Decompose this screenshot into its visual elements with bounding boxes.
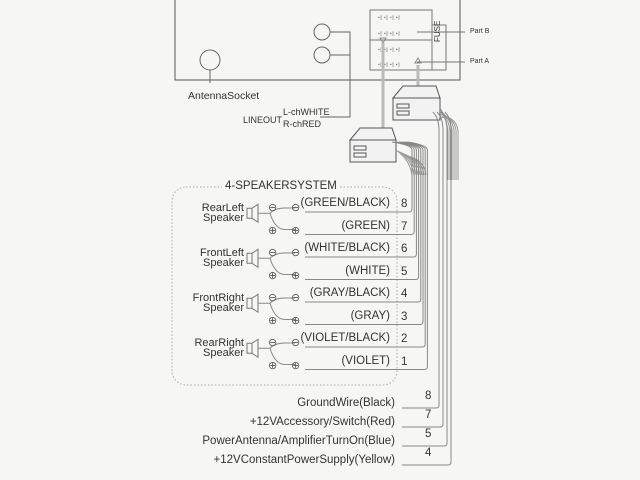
pin-number: 7 bbox=[401, 220, 408, 233]
pin-number: 1 bbox=[401, 355, 408, 368]
speaker-name-line1: RearRight bbox=[194, 337, 244, 350]
polarity-symbol: ⊕ bbox=[291, 224, 301, 237]
wire-color-label: (GREEN/BLACK) bbox=[300, 197, 390, 209]
speaker-wire bbox=[305, 141, 422, 303]
speaker-name-line2: Speaker bbox=[203, 257, 244, 270]
wire-color-label: (WHITE) bbox=[345, 264, 390, 277]
polarity-symbol: ⊕ bbox=[268, 269, 278, 282]
speaker-lead bbox=[258, 207, 295, 230]
speaker-name-line1: FrontRight bbox=[192, 292, 244, 305]
speaker-wire bbox=[305, 141, 420, 280]
svg-text:▪▯ ▪▯ ▪▯ ▪▯: ▪▯ ▪▯ ▪▯ ▪▯ bbox=[378, 62, 401, 68]
fuse-label: FUSE bbox=[433, 20, 442, 42]
power-pin-number: 4 bbox=[425, 447, 432, 459]
polarity-symbol: ⊖ bbox=[268, 247, 278, 259]
speaker-wire bbox=[305, 141, 426, 348]
power-wire bbox=[402, 111, 444, 428]
power-wire-label: PowerAntenna/AmplifierTurnOn(Blue) bbox=[202, 435, 395, 447]
polarity-symbol: ⊖ bbox=[291, 247, 301, 259]
power-pin-number: 7 bbox=[425, 409, 432, 421]
power-pin-number: 8 bbox=[425, 390, 432, 402]
bundle-strand bbox=[439, 109, 451, 180]
speaker-lead bbox=[258, 342, 295, 365]
pin-number: 2 bbox=[401, 333, 408, 345]
svg-text:▪▯ ▪▯ ▪▯ ▪▯: ▪▯ ▪▯ ▪▯ ▪▯ bbox=[378, 31, 401, 37]
pin-number: 3 bbox=[401, 310, 408, 323]
speaker-wire bbox=[305, 141, 413, 213]
lineout-left-socket-icon bbox=[313, 23, 331, 41]
polarity-symbol: ⊖ bbox=[291, 292, 301, 304]
polarity-symbol: ⊕ bbox=[291, 269, 301, 282]
polarity-symbol: ⊕ bbox=[291, 314, 301, 327]
speaker-wire bbox=[305, 141, 428, 370]
polarity-symbol: ⊖ bbox=[268, 292, 278, 304]
polarity-symbol: ⊕ bbox=[268, 314, 278, 327]
wire-color-label: (VIOLET/BLACK) bbox=[300, 332, 390, 344]
bundle-strand bbox=[439, 115, 457, 180]
head-unit-outline bbox=[174, 0, 461, 81]
antenna-socket-label: AntennaSocket bbox=[188, 90, 260, 102]
power-wire-label: +12VConstantPowerSupply(Yellow) bbox=[213, 454, 395, 466]
svg-text:▪▯ ▪▯ ▪▯ ▪▯: ▪▯ ▪▯ ▪▯ ▪▯ bbox=[378, 15, 401, 21]
speaker-wire bbox=[305, 141, 415, 235]
plug-a bbox=[391, 85, 441, 121]
speaker-icon bbox=[246, 338, 259, 359]
wire-color-label: (GRAY/BLACK) bbox=[309, 287, 390, 299]
speaker-icon bbox=[246, 293, 259, 314]
polarity-symbol: ⊖ bbox=[291, 337, 301, 349]
part-b-label: Part B bbox=[470, 28, 490, 35]
speaker-lead bbox=[258, 297, 295, 320]
speaker-wire bbox=[305, 141, 424, 325]
connector-pins: ▪▯ ▪▯ ▪▯ ▪▯ ▪▯ ▪▯ ▪▯ ▪▯ ▪▯ ▪▯ ▪▯ ▪▯ ▪▯ ▪… bbox=[378, 15, 401, 68]
wire-color-label: (WHITE/BLACK) bbox=[304, 242, 390, 254]
bundle-strand bbox=[439, 117, 459, 180]
speaker-wiring bbox=[246, 141, 428, 370]
svg-text:▪▯ ▪▯ ▪▯ ▪▯: ▪▯ ▪▯ ▪▯ ▪▯ bbox=[378, 47, 401, 53]
antenna-socket-icon bbox=[199, 49, 221, 71]
power-wire bbox=[402, 111, 452, 466]
polarity-symbol: ⊕ bbox=[268, 224, 278, 237]
power-pin-number: 5 bbox=[425, 428, 432, 440]
speaker-system-title: 4-SPEAKERSYSTEM bbox=[222, 180, 340, 193]
wire-color-label: (GRAY) bbox=[350, 309, 390, 322]
speaker-icon bbox=[246, 248, 259, 269]
pin-number: 8 bbox=[401, 198, 408, 210]
wire-color-label: (VIOLET) bbox=[341, 354, 390, 367]
speaker-name-line2: Speaker bbox=[203, 302, 244, 315]
lineout-right-label: R-chRED bbox=[283, 119, 322, 129]
power-wire bbox=[402, 111, 440, 409]
pin-number: 4 bbox=[401, 288, 408, 300]
speaker-icon bbox=[246, 203, 259, 224]
speaker-name-line1: FrontLeft bbox=[199, 247, 244, 260]
power-wire-label: GroundWire(Black) bbox=[297, 397, 395, 409]
wire-color-label: (GREEN) bbox=[341, 219, 390, 232]
polarity-symbol: ⊖ bbox=[291, 202, 301, 214]
speaker-wire bbox=[305, 141, 417, 258]
part-a-label: Part A bbox=[470, 58, 490, 65]
speaker-lead bbox=[258, 252, 295, 275]
lineout-label: LINEOUT bbox=[243, 115, 283, 125]
speaker-name-line1: RearLeft bbox=[201, 202, 244, 215]
power-wire bbox=[402, 111, 448, 447]
lineout-left-label: L-chWHITE bbox=[283, 107, 330, 117]
polarity-symbol: ⊖ bbox=[268, 202, 278, 214]
polarity-symbol: ⊕ bbox=[268, 359, 278, 372]
speaker-name-line2: Speaker bbox=[203, 212, 244, 225]
plug-b bbox=[348, 127, 397, 163]
speaker-name-line2: Speaker bbox=[203, 347, 244, 360]
connector-block bbox=[369, 9, 465, 71]
polarity-symbol: ⊕ bbox=[291, 359, 301, 372]
power-wire-label: +12VAccessory/Switch(Red) bbox=[249, 416, 395, 428]
power-wiring bbox=[402, 111, 452, 466]
pin-number: 6 bbox=[401, 243, 408, 255]
lineout-right-socket-icon bbox=[313, 46, 331, 64]
polarity-symbol: ⊖ bbox=[268, 337, 278, 349]
pin-number: 5 bbox=[401, 265, 408, 278]
